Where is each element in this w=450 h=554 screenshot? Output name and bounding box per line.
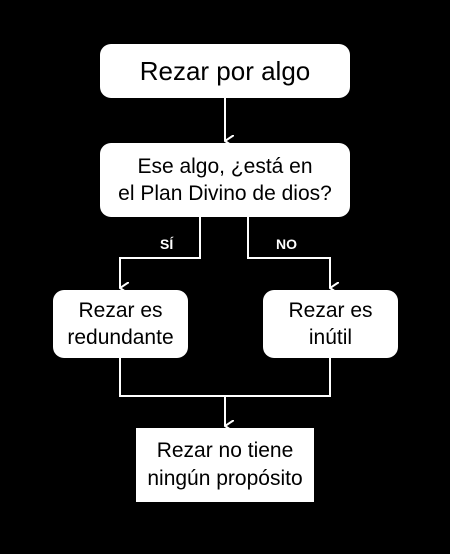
no-outcome-line-2: inútil [308, 326, 353, 349]
conclusion-line-1: Rezar no tiene [156, 439, 294, 462]
yes-outcome-line-1: Rezar es [78, 299, 163, 322]
no-outcome-node: Rezar es inútil [263, 290, 398, 358]
start-node: Rezar por algo [100, 44, 350, 98]
yes-outcome-node: Rezar es redundante [53, 290, 188, 358]
conclusion-node: Rezar no tiene ningún propósito [136, 428, 314, 502]
conclusion-line-2: ningún propósito [147, 467, 303, 490]
no-branch-label: NO [276, 236, 297, 252]
decision-node-line-1: Ese algo, ¿está en [137, 155, 313, 178]
line-yes-to-merge [119, 358, 225, 397]
arrow-question-to-no [247, 217, 330, 288]
yes-branch-label: SÍ [160, 236, 174, 252]
line-no-to-merge [225, 358, 331, 397]
arrow-question-to-yes [119, 217, 201, 288]
no-outcome-line-1: Rezar es [288, 299, 373, 322]
decision-node-line-2: el Plan Divino de dios? [118, 182, 332, 205]
yes-outcome-line-2: redundante [67, 326, 174, 349]
start-node-text: Rezar por algo [139, 55, 311, 86]
decision-node: Ese algo, ¿está en el Plan Divino de dio… [100, 143, 350, 217]
